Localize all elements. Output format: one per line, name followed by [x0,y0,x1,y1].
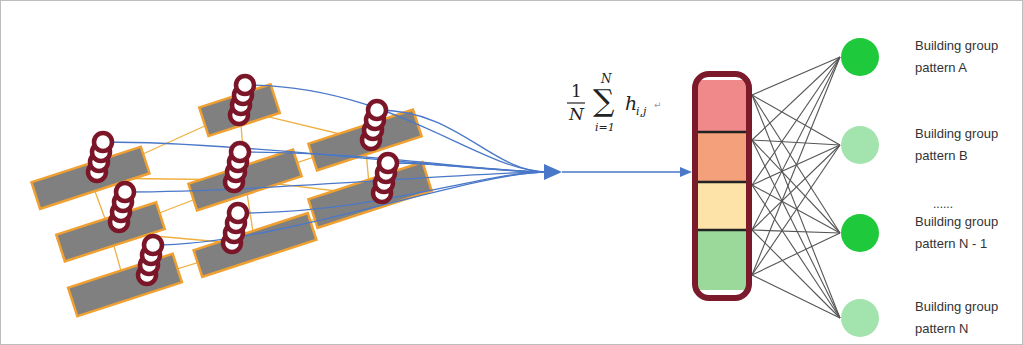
class-label: Building group pattern N - 1 [915,211,1015,255]
arrow-head [680,167,692,177]
feature-vector [695,74,749,298]
arrow-line [562,171,682,173]
formula-numerator: 1 [571,83,582,100]
class-label: Building group pattern A [915,35,1015,79]
formula-upper-limit: N [601,73,612,85]
class-label: Building group pattern B [915,123,1015,167]
arrow-head [544,164,562,180]
class-label-box: Building group pattern N - 1 [915,211,1015,255]
pattern-node: Building group pattern N [840,296,1015,340]
fraction-bar [567,102,585,103]
class-circle [840,298,880,338]
class-circle-shape [841,299,879,337]
formula-variable: h [625,94,637,113]
paragraph-mark: ↵ [654,101,662,110]
dense-connections [752,57,840,318]
class-circle [840,125,880,165]
pattern-node: Building group pattern A [840,35,1015,79]
class-label-box: Building group pattern B [915,123,1015,167]
class-label: Building group pattern N [915,296,1015,340]
class-circle [840,37,880,77]
class-label-box: Building group pattern A [915,35,1015,79]
pattern-node: Building group pattern B [840,123,1015,167]
class-circle-shape [841,214,879,252]
ellipsis-label: ...... [933,198,953,210]
class-circle-shape [841,126,879,164]
formula-sigma: ∑ [593,86,614,116]
formula-lower-limit: i=1 [595,122,615,133]
formula-subscript: i,j [636,106,646,117]
class-circle [840,213,880,253]
class-label-box: Building group pattern N [915,296,1015,340]
embedding-stacks [88,76,397,284]
formula-denominator: N [569,106,584,123]
class-circle-shape [841,38,879,76]
pattern-node: Building group pattern N - 1 [840,211,1015,255]
aggregation-curves [103,85,548,245]
